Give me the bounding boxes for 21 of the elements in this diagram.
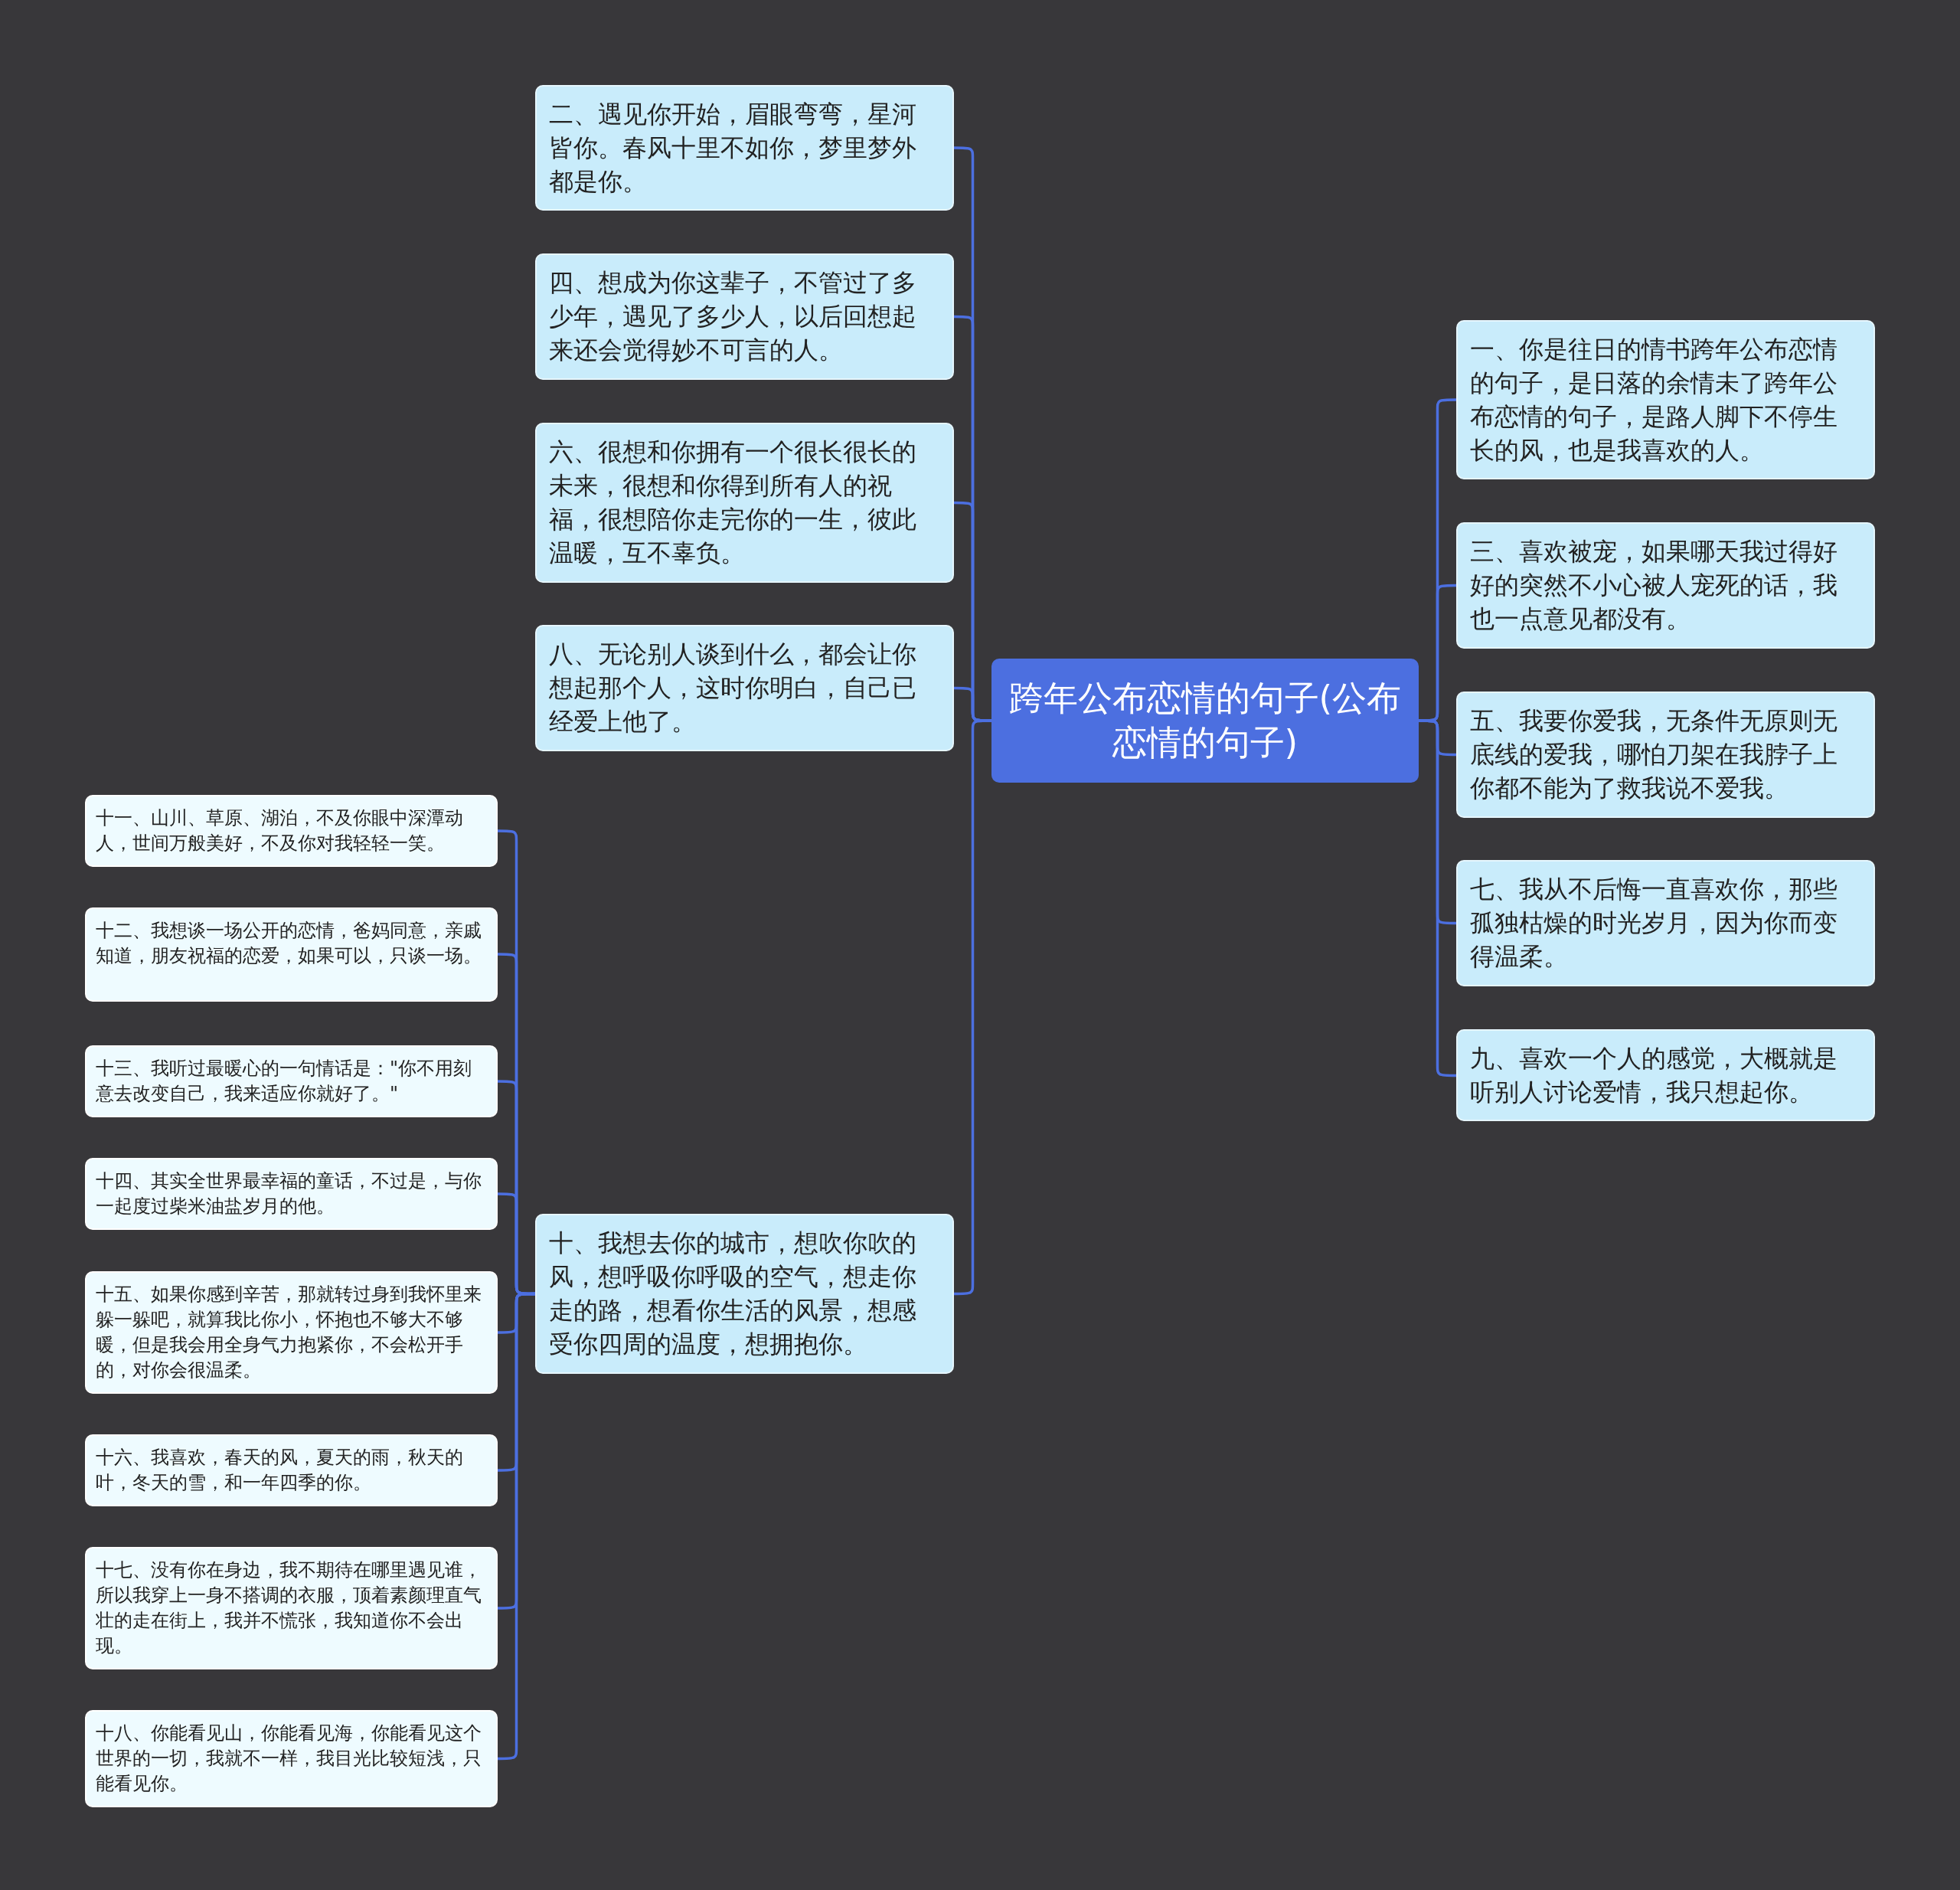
leaf-box: 十一、山川、草原、湖泊，不及你眼中深潭动人，世间万般美好，不及你对我轻轻一笑。	[85, 795, 498, 868]
branch-box: 六、很想和你拥有一个很长很长的未来，很想和你得到所有人的祝福，很想陪你走完你的一生，彼此温暖，互不辜负。	[534, 422, 954, 583]
branch-box: 七、我从不后悔一直喜欢你，那些孤独枯燥的时光岁月，因为你而变得温柔。	[1456, 860, 1875, 987]
leaf-box: 十三、我听过最暖心的一句情话是："你不用刻意去改变自己，我来适应你就好了。"	[85, 1045, 498, 1117]
branch-box: 十、我想去你的城市，想吹你吹的风，想呼吸你呼吸的空气，想走你走的路，想看你生活的风景，想感受你四周的温度，想拥抱你。	[534, 1214, 954, 1375]
leaf-box: 十六、我喜欢，春天的风，夏天的雨，秋天的叶，冬天的雪，和一年四季的你。	[85, 1434, 498, 1506]
branch-box: 九、喜欢一个人的感觉，大概就是听别人讨论爱情，我只想起你。	[1456, 1028, 1875, 1122]
branch-box: 五、我要你爱我，无条件无原则无底线的爱我，哪怕刀架在我脖子上你都不能为了救我说不爱我。	[1456, 691, 1875, 818]
leaf-box: 十八、你能看见山，你能看见海，你能看见这个世界的一切，我就不一样，我目光比较短浅，只能看见你。	[85, 1710, 498, 1808]
leaf-box: 十七、没有你在身边，我不期待在哪里遇见谁，所以我穿上一身不搭调的衣服，顶着素颜理直气壮的走在街上，我并不慌张，我知道你不会出现。	[85, 1546, 498, 1669]
connector	[498, 1292, 535, 1761]
branch-box: 一、你是往日的情书跨年公布恋情的句子，是日落的余情未了跨年公布恋情的句子，是路人脚下不停生长的风，也是我喜欢的人。	[1456, 319, 1875, 479]
connector	[1419, 719, 1456, 1077]
leaf-box: 十二、我想谈一场公开的恋情，爸妈同意，亲戚知道，朋友祝福的恋爱，如果可以，只谈一场。	[85, 907, 498, 1002]
branch-box: 八、无论别人谈到什么，都会让你想起那个人，这时你明白，自己已经爱上他了。	[534, 625, 954, 752]
branch-box: 三、喜欢被宠，如果哪天我过得好好的突然不小心被人宠死的话，我也一点意见都没有。	[1456, 522, 1875, 649]
leaf-box: 十四、其实全世界最幸福的童话，不过是，与你一起度过柴米油盐岁月的他。	[85, 1157, 498, 1230]
branch-box: 四、想成为你这辈子，不管过了多少年，遇见了多少人，以后回想起来还会觉得妙不可言的人。	[534, 253, 954, 381]
leaf-box: 十五、如果你感到辛苦，那就转过身到我怀里来躲一躲吧，就算我比你小，怀抱也不够大不够暖，但是我会用全身气力抱紧你，不会松开手的，对你会很温柔。	[85, 1271, 498, 1395]
topic-box: 跨年公布恋情的句子(公布恋情的句子)	[991, 659, 1419, 783]
branch-box: 二、遇见你开始，眉眼弯弯，星河皆你。春风十里不如你，梦里梦外都是你。	[534, 85, 954, 211]
